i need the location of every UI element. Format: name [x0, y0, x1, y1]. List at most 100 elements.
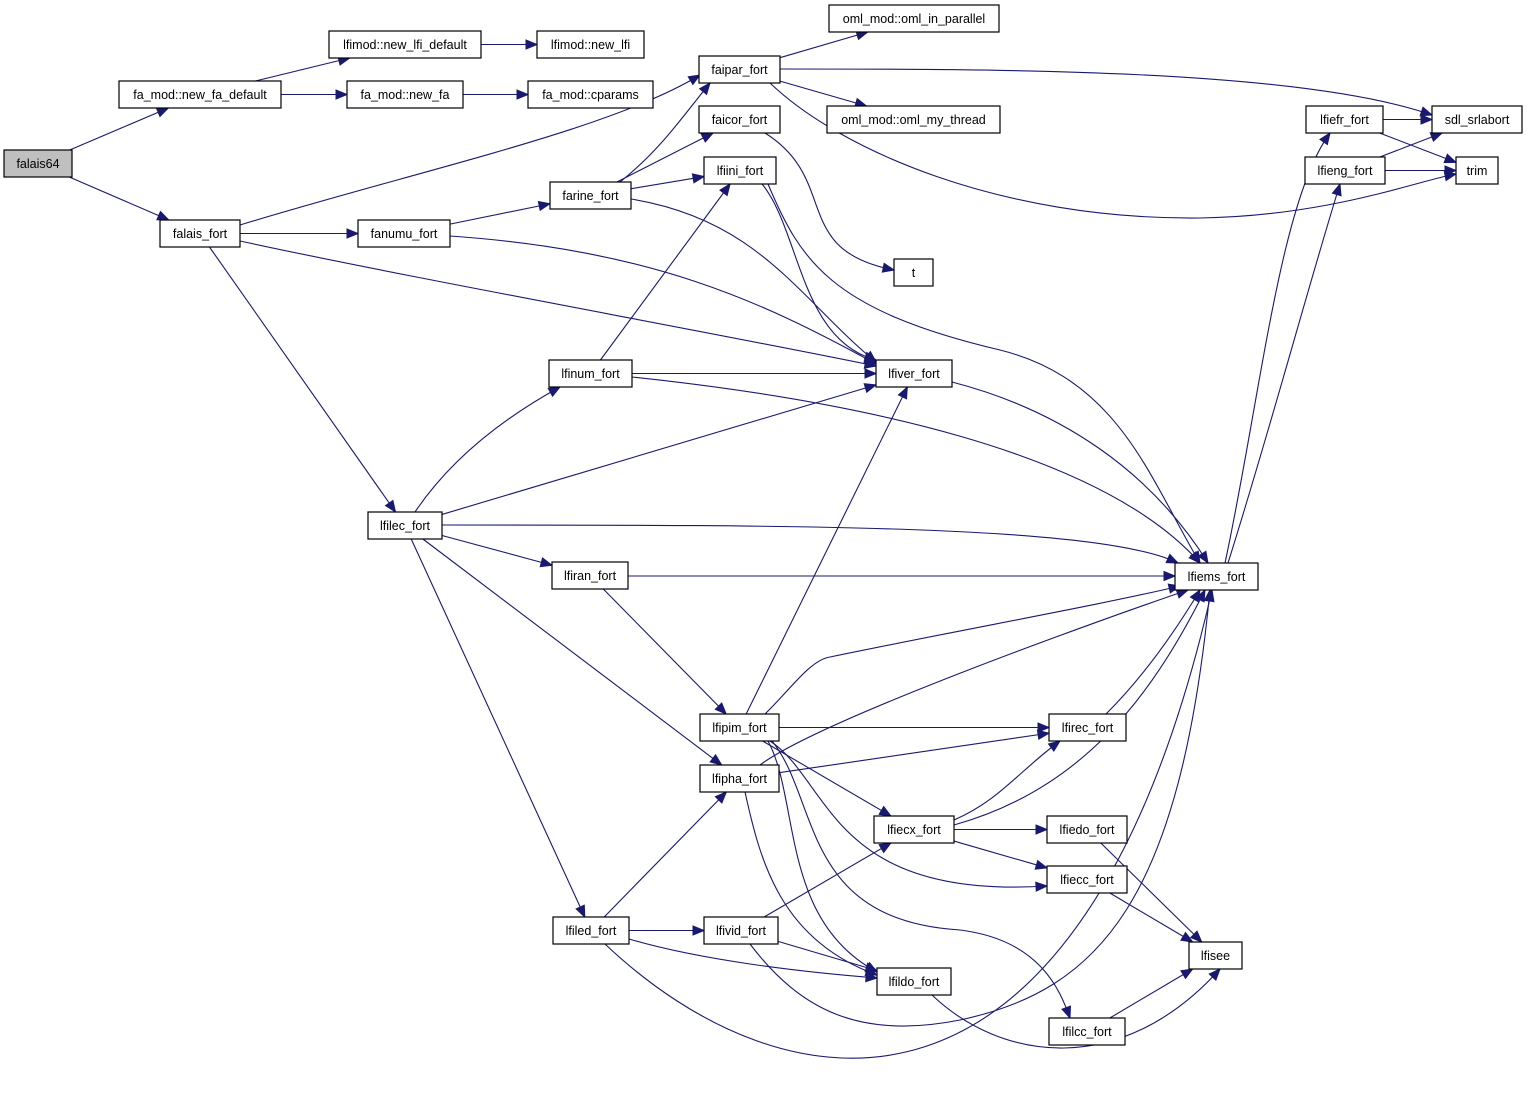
node-label: farine_fort: [562, 189, 619, 203]
edge-lfilec_fort-to-lfiems_fort: [441, 524, 1180, 564]
edge-line: [599, 183, 731, 361]
node-box[interactable]: [876, 967, 952, 996]
node-box[interactable]: [357, 219, 451, 248]
node-lfiini_fort[interactable]: lfiini_fort: [703, 156, 777, 185]
node-box[interactable]: [828, 4, 1000, 33]
node-box[interactable]: [699, 764, 780, 793]
edge-lfilec_fort-to-lfipha_fort: [422, 538, 723, 766]
node-box[interactable]: [703, 156, 777, 185]
node-box[interactable]: [1046, 815, 1128, 844]
node-box[interactable]: [1188, 941, 1243, 970]
node-box[interactable]: [1455, 156, 1499, 185]
node-lfinum_fort[interactable]: lfinum_fort: [548, 359, 633, 388]
node-box[interactable]: [536, 30, 645, 59]
edge-new_fa_default-to-new_lfi_default: [255, 55, 351, 82]
arrowhead-icon: [516, 89, 530, 100]
node-lfisee[interactable]: lfisee: [1188, 941, 1243, 970]
edge-falais64-to-new_fa_default: [69, 107, 170, 151]
node-lfipha_fort[interactable]: lfipha_fort: [699, 764, 780, 793]
node-box[interactable]: [826, 105, 1001, 134]
node-new_fa[interactable]: fa_mod::new_fa: [346, 80, 464, 109]
node-box[interactable]: [1174, 562, 1259, 591]
node-box[interactable]: [3, 149, 73, 178]
node-box[interactable]: [1305, 105, 1384, 134]
edge-line: [630, 175, 705, 190]
edge-new_fa-to-cparams: [463, 89, 530, 100]
node-box[interactable]: [1431, 105, 1523, 134]
node-box[interactable]: [367, 511, 443, 540]
node-lfiecx_fort[interactable]: lfiecx_fort: [873, 815, 955, 844]
node-box[interactable]: [1304, 156, 1386, 185]
node-box[interactable]: [346, 80, 464, 109]
node-label: lfiled_fort: [566, 924, 617, 938]
edge-line: [1105, 589, 1201, 715]
node-box[interactable]: [1048, 1017, 1126, 1046]
node-oml_my_thread[interactable]: oml_mod::oml_my_thread: [826, 105, 1001, 134]
node-new_lfi[interactable]: lfimod::new_lfi: [536, 30, 645, 59]
node-lfildo_fort[interactable]: lfildo_fort: [876, 967, 952, 996]
node-box[interactable]: [1046, 865, 1128, 894]
node-box[interactable]: [1048, 713, 1127, 742]
node-new_lfi_default[interactable]: lfimod::new_lfi_default: [328, 30, 482, 59]
edge-line: [931, 968, 1221, 1049]
node-box[interactable]: [703, 916, 779, 945]
node-lfiecc_fort[interactable]: lfiecc_fort: [1046, 865, 1128, 894]
arrowhead-icon: [1429, 132, 1444, 143]
node-box[interactable]: [548, 359, 633, 388]
node-lfiver_fort[interactable]: lfiver_fort: [875, 359, 953, 388]
node-box[interactable]: [551, 561, 629, 590]
node-falais_fort[interactable]: falais_fort: [159, 219, 241, 248]
edge-line: [631, 376, 1201, 564]
node-box[interactable]: [328, 30, 482, 59]
node-box[interactable]: [552, 916, 630, 945]
node-box[interactable]: [159, 219, 241, 248]
node-lfilcc_fort[interactable]: lfilcc_fort: [1048, 1017, 1126, 1046]
node-fanumu_fort[interactable]: fanumu_fort: [357, 219, 451, 248]
edge-lfiems_fort-to-lfiefr_fort: [1224, 131, 1331, 564]
node-box[interactable]: [118, 80, 282, 109]
edge-line: [777, 940, 878, 972]
node-lfiled_fort[interactable]: lfiled_fort: [552, 916, 630, 945]
node-lfiran_fort[interactable]: lfiran_fort: [551, 561, 629, 590]
node-lfiefr_fort[interactable]: lfiefr_fort: [1305, 105, 1384, 134]
arrowhead-icon: [897, 385, 908, 400]
node-box[interactable]: [875, 359, 953, 388]
node-lfilec_fort[interactable]: lfilec_fort: [367, 511, 443, 540]
edge-line: [762, 740, 892, 817]
node-box[interactable]: [527, 80, 654, 109]
edge-lfilcc_fort-to-lfisee: [1109, 968, 1194, 1019]
node-label: lfimod::new_lfi: [551, 38, 630, 52]
node-faipar_fort[interactable]: faipar_fort: [698, 55, 781, 84]
node-new_fa_default[interactable]: fa_mod::new_fa_default: [118, 80, 282, 109]
edge-line: [441, 534, 553, 566]
arrowhead-icon: [1195, 588, 1206, 603]
node-lfipim_fort[interactable]: lfipim_fort: [699, 713, 780, 742]
node-trim[interactable]: trim: [1455, 156, 1499, 185]
edge-lfipim_fort-to-lfirec_fort: [779, 722, 1051, 733]
node-lfieng_fort[interactable]: lfieng_fort: [1304, 156, 1386, 185]
node-box[interactable]: [699, 713, 780, 742]
node-cparams[interactable]: fa_mod::cparams: [527, 80, 654, 109]
node-label: lfinum_fort: [561, 367, 620, 381]
node-sdl_srlabort[interactable]: sdl_srlabort: [1431, 105, 1523, 134]
edge-faipar_fort-to-sdl_srlabort: [779, 68, 1434, 117]
node-farine_fort[interactable]: farine_fort: [549, 181, 632, 210]
node-t[interactable]: t: [893, 258, 934, 287]
node-faicor_fort[interactable]: faicor_fort: [698, 105, 781, 134]
node-lfirec_fort[interactable]: lfirec_fort: [1048, 713, 1127, 742]
node-falais64[interactable]: falais64: [3, 149, 73, 178]
node-box[interactable]: [698, 55, 781, 84]
node-box[interactable]: [698, 105, 781, 134]
node-box[interactable]: [549, 181, 632, 210]
arrowhead-icon: [384, 499, 397, 514]
edge-lfipha_fort-to-lfildo_fort: [744, 791, 879, 976]
node-box[interactable]: [893, 258, 934, 287]
node-oml_in_parallel[interactable]: oml_mod::oml_in_parallel: [828, 4, 1000, 33]
node-lfiems_fort[interactable]: lfiems_fort: [1174, 562, 1259, 591]
edge-falais_fort-to-lfiver_fort: [239, 240, 878, 369]
edge-line: [1109, 968, 1193, 1019]
arrowhead-icon: [539, 557, 554, 568]
node-lfiedo_fort[interactable]: lfiedo_fort: [1046, 815, 1128, 844]
node-box[interactable]: [873, 815, 955, 844]
node-lfivid_fort[interactable]: lfivid_fort: [703, 916, 779, 945]
